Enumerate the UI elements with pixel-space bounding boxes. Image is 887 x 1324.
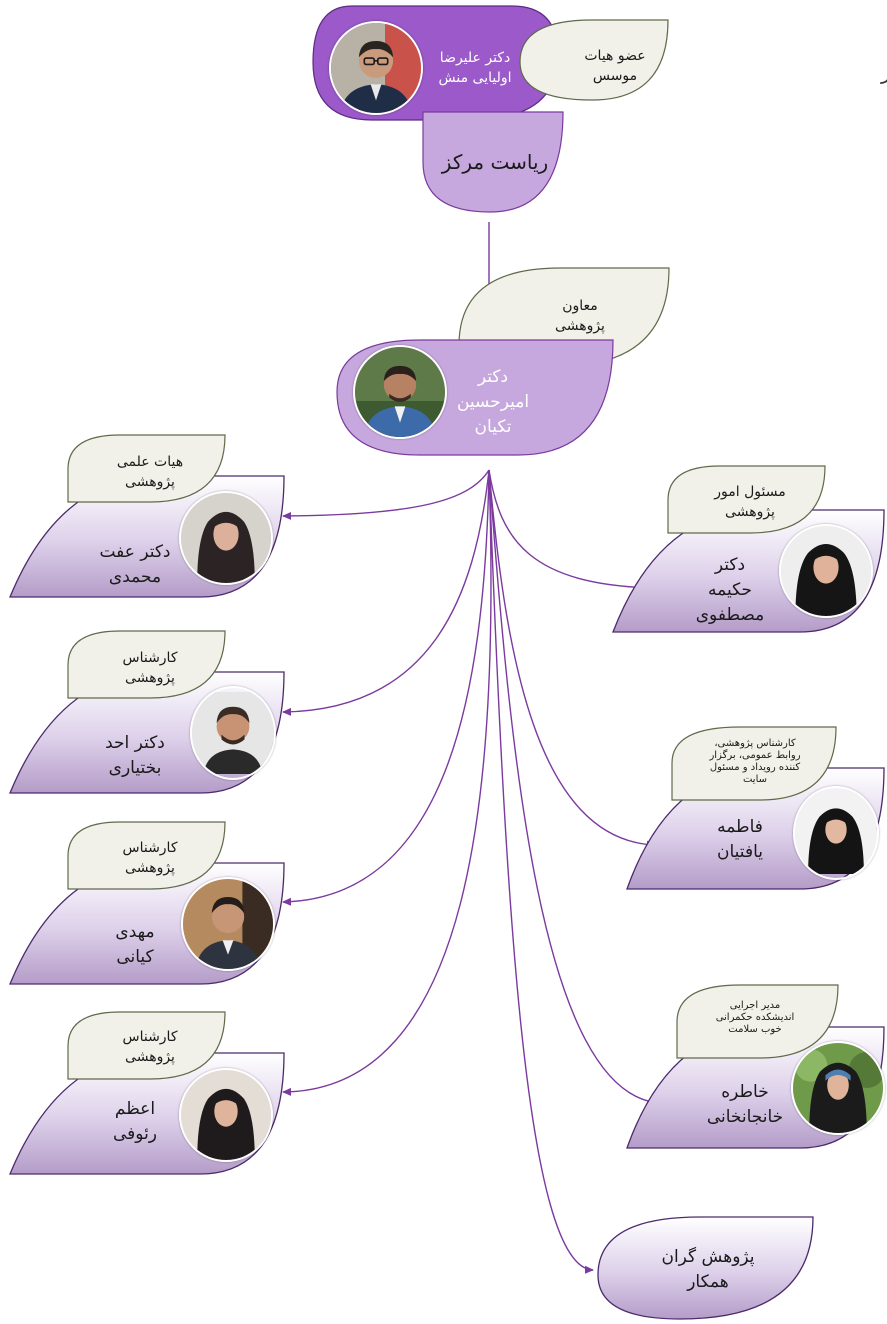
collaborators-shape: [597, 1216, 814, 1320]
man-portrait-icon: [192, 692, 274, 774]
name-line: رئوفی: [112, 1124, 158, 1144]
hakimeh-mostafavi-name: دکتر حکیمه مصطفوی: [680, 553, 780, 628]
connector-lines: [282, 222, 661, 1274]
role-line: پژوهشی: [125, 1049, 175, 1065]
effat-mohammadi-photo: [179, 491, 273, 585]
man-with-glasses-portrait-icon: [331, 23, 421, 113]
fatemeh-yaftian-photo: [793, 786, 879, 880]
ahad-bakhtiari-photo: [190, 686, 276, 780]
role-line: خوب سلامت: [728, 1024, 782, 1035]
effat-mohammadi-name: دکتر عفت محمدی: [80, 540, 190, 590]
role-line: سایت: [742, 774, 768, 785]
connector-to-hakimeh-mostafavi: [488, 469, 656, 592]
effat-mohammadi-role: هیات علمی پژوهشی: [100, 452, 200, 492]
role-line: پژوهشی: [125, 670, 175, 686]
name-line: دکتر: [714, 555, 746, 575]
director-role: عضو هیات موسس: [565, 46, 665, 86]
connector-to-collaborators: [488, 469, 594, 1274]
deputy-name: دکتر امیرحسین تکیان: [438, 365, 548, 440]
deputy-name-line2: امیرحسین: [456, 392, 530, 412]
connector-to-azam-raoufi: [282, 469, 492, 1096]
name-line: بختیاری: [108, 758, 162, 778]
name-line: خانجانخانی: [706, 1107, 784, 1127]
mahdi-kiani-name: مهدی کیانی: [80, 920, 190, 970]
role-line: کننده رویداد و مسئول: [709, 762, 801, 773]
woman-hijab-portrait-icon: [181, 1070, 271, 1160]
name-line: فاطمه: [717, 817, 763, 837]
hakimeh-mostafavi-photo: [779, 524, 873, 618]
role-line: پژوهشی: [125, 474, 175, 490]
director-role-line2: موسس: [592, 68, 638, 84]
khatereh-khanjankhani-name: خاطره خانجانخانی: [690, 1080, 800, 1130]
woman-hijab-portrait-icon: [181, 493, 271, 583]
deputy-role-line1: معاون: [562, 298, 598, 314]
connector-to-effat-mohammadi: [282, 469, 490, 520]
role-line: مدیر اجرایی: [729, 1000, 781, 1011]
azam-raoufi-role: کارشناس پژوهشی: [100, 1027, 200, 1067]
khatereh-khanjankhani-role: مدیر اجرایی اندیشکده حکمرانی خوب سلامت: [690, 1000, 820, 1036]
director-name: دکتر علیرضا اولیایی منش: [420, 48, 530, 88]
mahdi-kiani-role: کارشناس پژوهشی: [100, 838, 200, 878]
man-portrait-icon: [355, 347, 445, 437]
ahad-bakhtiari-name: دکتر احد بختیاری: [80, 731, 190, 781]
azam-raoufi-photo: [179, 1068, 273, 1162]
name-line: مصطفوی: [695, 605, 765, 625]
director-name-line2: اولیایی منش: [438, 70, 512, 86]
azam-raoufi-name: اعظم رئوفی: [80, 1097, 190, 1147]
director-photo: [329, 21, 423, 115]
name-line: کیانی: [116, 947, 154, 967]
role-line: کارشناس: [122, 840, 178, 856]
name-line: خاطره: [721, 1082, 769, 1102]
role-line: پژوهشی: [125, 860, 175, 876]
edge-mark: ز: [881, 60, 887, 84]
collaborators-line1: پژوهش گران: [661, 1247, 755, 1267]
director-name-line1: دکتر علیرضا: [439, 50, 511, 66]
name-line: محمدی: [108, 567, 162, 587]
role-line: کارشناس: [122, 1029, 178, 1045]
ahad-bakhtiari-role: کارشناس پژوهشی: [100, 648, 200, 688]
fatemeh-yaftian-role: کارشناس پژوهشی، روابط عمومی، برگزار کنند…: [685, 738, 825, 786]
connector-to-ahad-bakhtiari: [282, 469, 490, 716]
deputy-role-line2: پژوهشی: [555, 318, 605, 334]
name-line: حکیمه: [708, 580, 752, 600]
woman-hijab-portrait-icon: [793, 1043, 883, 1133]
role-line: هیات علمی: [116, 454, 184, 470]
role-line: اندیشکده حکمرانی: [715, 1012, 795, 1023]
woman-hijab-portrait-icon: [795, 792, 877, 874]
khatereh-khanjankhani-photo: [791, 1041, 885, 1135]
director-role-line1: عضو هیات: [584, 48, 646, 64]
deputy-role: معاون پژوهشی: [530, 296, 630, 336]
name-line: مهدی: [115, 922, 155, 942]
role-line: کارشناس پژوهشی،: [714, 738, 796, 749]
role-line: پژوهشی: [725, 504, 775, 520]
name-line: یافتیان: [717, 842, 763, 862]
hakimeh-mostafavi-role: مسئول امور پژوهشی: [690, 482, 810, 522]
name-line: دکتر احد: [105, 733, 165, 753]
collaborators-label: پژوهش گران همکار: [638, 1245, 778, 1295]
director-title-shape: [422, 111, 564, 213]
connector-to-fatemeh-yaftian: [488, 469, 656, 849]
deputy-photo: [353, 345, 447, 439]
role-line: مسئول امور: [714, 484, 786, 500]
man-portrait-icon: [183, 879, 273, 969]
fatemeh-yaftian-name: فاطمه یافتیان: [690, 815, 790, 865]
name-line: دکتر عفت: [99, 542, 171, 562]
deputy-name-line1: دکتر: [477, 367, 509, 387]
role-line: کارشناس: [122, 650, 178, 666]
deputy-name-line3: تکیان: [474, 417, 512, 437]
connector-to-khatereh-khanjankhani: [488, 469, 661, 1107]
name-line: اعظم: [114, 1099, 156, 1119]
mahdi-kiani-photo: [181, 877, 275, 971]
collaborators-line2: همکار: [687, 1272, 729, 1292]
woman-hijab-portrait-icon: [781, 526, 871, 616]
role-line: روابط عمومی، برگزار: [709, 750, 801, 761]
director-role-bubble: [519, 19, 669, 101]
director-title: ریاست مرکز: [441, 150, 549, 174]
connector-to-mahdi-kiani: [282, 469, 490, 906]
